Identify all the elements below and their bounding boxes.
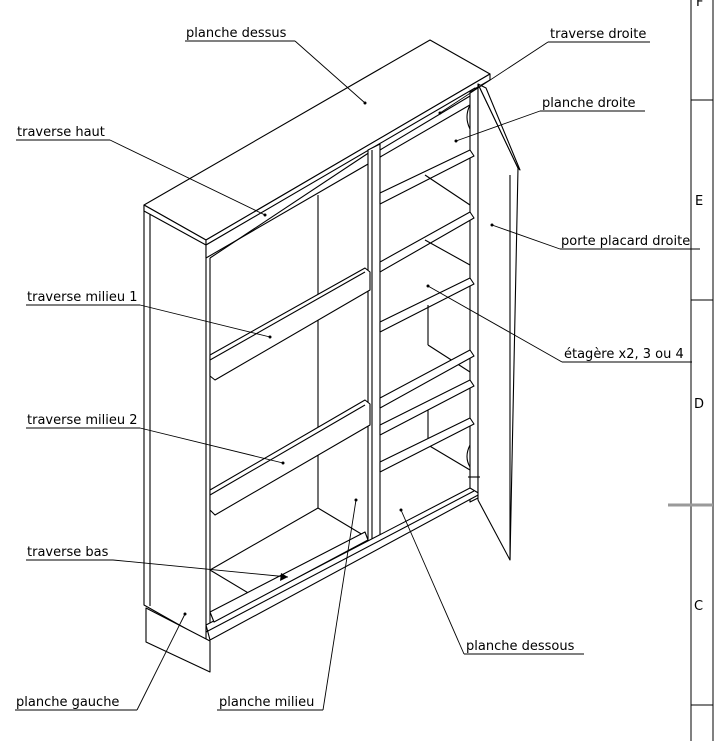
label-porte-placard-droite: porte placard droite — [561, 234, 690, 249]
base-foot-shape — [145, 607, 211, 673]
part-labels: planche dessus traverse droite planche d… — [16, 26, 690, 710]
label-traverse-haut: traverse haut — [17, 125, 105, 140]
zone-letter-e: E — [695, 194, 703, 209]
label-etagere: étagère x2, 3 ou 4 — [564, 347, 684, 362]
label-planche-dessous: planche dessous — [466, 639, 575, 654]
left-panel-shape — [143, 204, 207, 641]
label-traverse-milieu-1: traverse milieu 1 — [27, 290, 138, 305]
bottom-rail-shape — [209, 531, 369, 623]
label-traverse-droite: traverse droite — [550, 27, 646, 42]
label-planche-dessus: planche dessus — [186, 26, 287, 41]
label-traverse-milieu-2: traverse milieu 2 — [27, 413, 138, 428]
middle-rail-2-shape — [209, 399, 371, 516]
label-planche-milieu: planche milieu — [219, 695, 314, 710]
shelves — [379, 149, 475, 473]
right-panel-shape — [469, 87, 479, 503]
zone-letter-d: D — [694, 397, 704, 412]
middle-panel-shape — [367, 143, 381, 546]
middle-rail-1-shape — [209, 267, 371, 381]
zone-letter-top: F — [696, 0, 703, 10]
zone-letter-c: C — [694, 599, 703, 614]
label-planche-droite: planche droite — [542, 96, 636, 111]
drawing-frame: F E D C — [668, 0, 714, 741]
label-traverse-bas: traverse bas — [27, 545, 109, 560]
label-planche-gauche: planche gauche — [16, 695, 119, 710]
top-board-shape — [143, 39, 491, 241]
cabinet — [143, 39, 521, 673]
leader-lines — [15, 40, 700, 711]
